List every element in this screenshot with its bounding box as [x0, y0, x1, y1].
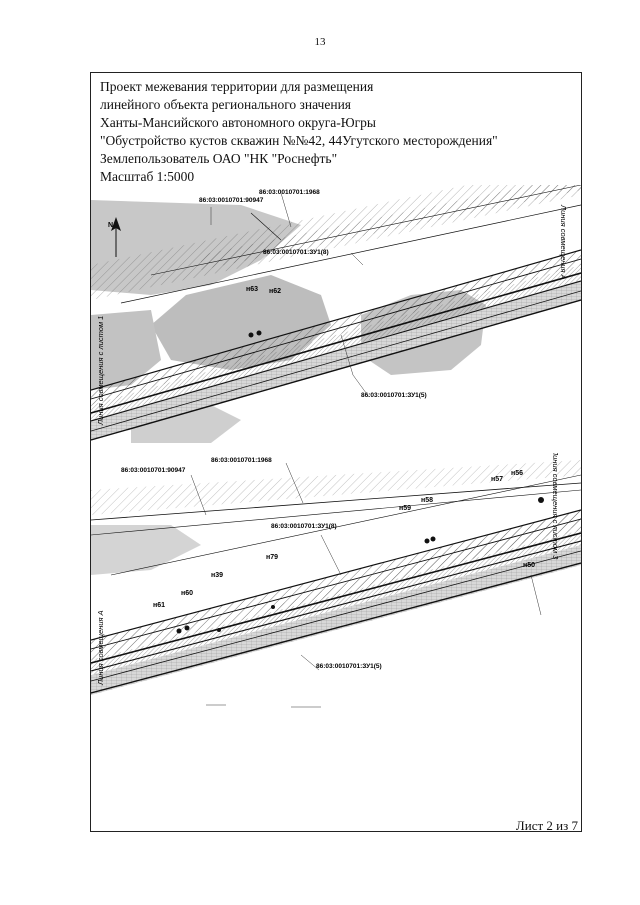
corridor-lines: [91, 474, 581, 694]
match-line-a-top: Линия совмещения А: [559, 204, 568, 280]
boundary-points-bottom: н56 н57 н58 н59 н79 н39 н60 н61 н50: [153, 470, 544, 634]
point-label: н79: [266, 554, 278, 561]
point-label: н63: [246, 286, 258, 293]
point-label: н57: [491, 476, 503, 483]
point-label: н58: [421, 497, 433, 504]
point-label: н59: [399, 505, 411, 512]
parcel-label-zu1-5: 86:03:0010701:ЗУ1(5): [316, 663, 382, 670]
page-number: 13: [314, 36, 326, 48]
parcel-label-90947: 86:03:0010701:90947: [121, 467, 186, 474]
parcel-label-zu1-5: 86:03:0010701:ЗУ1(5): [361, 392, 427, 399]
cadastral-map: N 86:03:0010701:90947 86:03:0010701:1968…: [91, 185, 581, 708]
title-line-1: Проект межевания территории для размещен…: [100, 79, 374, 94]
map-panel-bottom: 86:03:0010701:90947 86:03:0010701:1968 8…: [91, 449, 581, 708]
point-label: н39: [211, 572, 223, 579]
title-line-3: Ханты-Мансийского автономного округа-Югр…: [100, 115, 376, 130]
point-label: н50: [523, 562, 535, 569]
north-label: N: [108, 222, 113, 229]
title-line-2: линейного объекта регионального значения: [100, 97, 352, 112]
land-user: Землепользователь ОАО "НК "Роснефть": [100, 151, 338, 166]
parcel-label-zu1-8: 86:03:0010701:ЗУ1(8): [271, 523, 337, 530]
parcel-label-1968: 86:03:0010701:1968: [259, 189, 320, 196]
point-label: н60: [181, 590, 193, 597]
map-panel-top: N 86:03:0010701:90947 86:03:0010701:1968…: [91, 185, 581, 443]
point-label: н62: [269, 288, 281, 295]
parcel-label-1968: 86:03:0010701:1968: [211, 457, 272, 464]
sheet-number: Лист 2 из 7: [515, 818, 578, 833]
match-line-sheet-1: Линия совмещения с листом 1: [96, 316, 105, 426]
title-block: Проект межевания территории для размещен…: [100, 78, 498, 186]
forest-area: [91, 525, 201, 575]
drawing-frame: [90, 72, 582, 832]
parcel-label-90947: 86:03:0010701:90947: [199, 197, 264, 204]
scale: Масштаб 1:5000: [100, 169, 195, 184]
point-label: н61: [153, 602, 165, 609]
match-line-a-bottom: Линия совмещения А: [96, 610, 105, 686]
point-label: н56: [511, 470, 523, 477]
forest-area: [91, 310, 161, 390]
north-arrow: N: [108, 217, 121, 257]
parcel-label-zu1-8: 86:03:0010701:ЗУ1(8): [263, 249, 329, 256]
corridor-lines: [91, 185, 581, 441]
boundary-points-top: н63 н62: [246, 286, 281, 338]
match-line-sheet-3: Линия совмещения с листом 3: [551, 449, 560, 560]
title-line-4: "Обустройство кустов скважин №№42, 44Угу…: [100, 133, 498, 148]
